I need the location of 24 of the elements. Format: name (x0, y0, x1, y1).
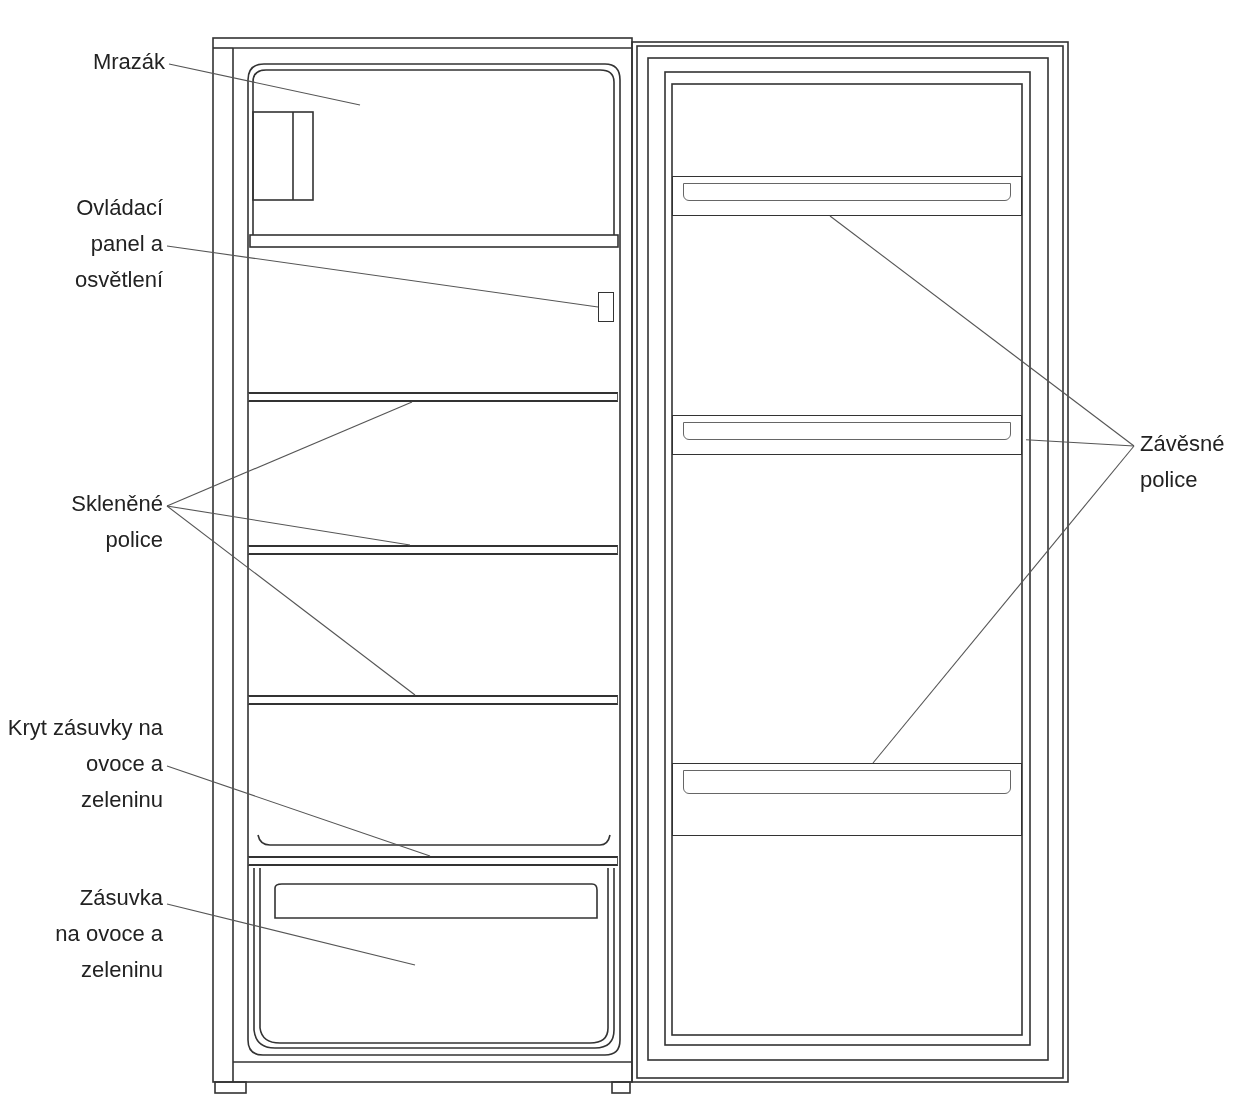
leader-line (872, 445, 1135, 764)
control-panel-box (598, 292, 614, 322)
part-label: Kryt zásuvky na ovoce a zeleninu (3, 710, 163, 818)
leader-line (166, 505, 416, 696)
part-label: Závěsné police (1140, 426, 1244, 498)
leader-line (166, 765, 431, 857)
crisper-cover (248, 856, 618, 866)
glass-shelf (248, 695, 618, 705)
leader-line (166, 903, 416, 966)
door-shelf (672, 176, 1022, 216)
glass-shelf (248, 392, 618, 402)
leader-line (1025, 439, 1135, 447)
glass-shelf (248, 545, 618, 555)
door-shelf (672, 415, 1022, 455)
part-label: Mrazák (58, 44, 165, 80)
leader-line (166, 401, 413, 507)
part-label: Zásuvka na ovoce a zeleninu (53, 880, 163, 988)
leader-line (829, 215, 1135, 447)
leader-line (166, 245, 599, 308)
part-label: Ovládací panel a osvětlení (50, 190, 163, 298)
leader-line (168, 63, 361, 106)
part-label: Skleněné police (45, 486, 163, 558)
leader-line (166, 505, 411, 546)
door-shelf (672, 763, 1022, 836)
